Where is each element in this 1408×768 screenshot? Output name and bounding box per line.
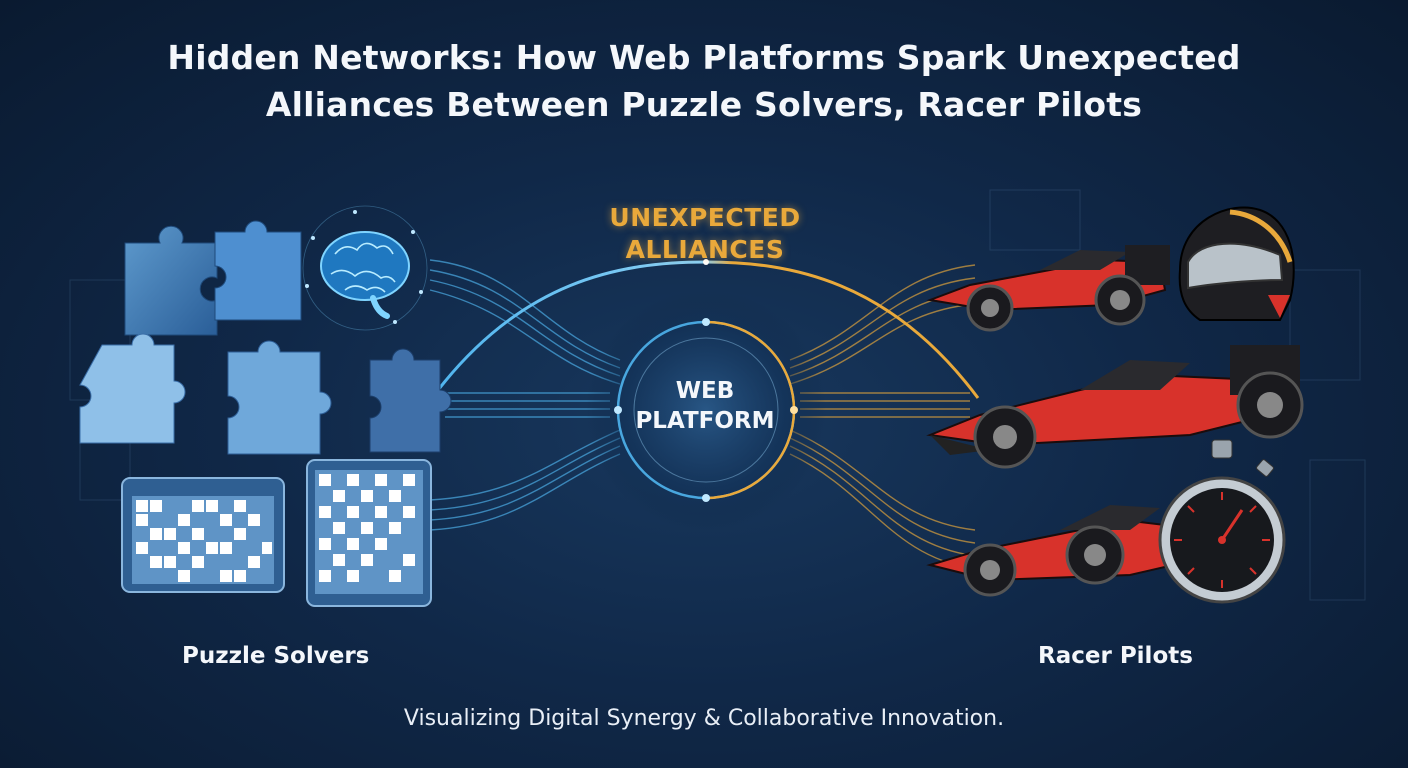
page-title: Hidden Networks: How Web Platforms Spark… [0, 34, 1408, 128]
puzzle-solvers-label: Puzzle Solvers [182, 643, 370, 669]
puzzle-piece-icon [124, 225, 218, 336]
alliance-banner: UNEXPECTED ALLIANCES [545, 202, 865, 266]
brain-icon [302, 205, 428, 331]
stopwatch-icon [1158, 439, 1286, 604]
puzzle-piece-icon [79, 333, 186, 444]
crossword-tablet-icon [121, 477, 285, 593]
hub-label: WEB PLATFORM [605, 376, 805, 436]
title-line-2: Alliances Between Puzzle Solvers, Racer … [265, 85, 1143, 124]
hub-label-line-2: PLATFORM [635, 408, 775, 434]
hub-label-line-1: WEB [675, 378, 735, 404]
puzzle-pieces [79, 220, 452, 455]
hub [586, 259, 826, 530]
racer-pilots-label: Racer Pilots [1038, 643, 1193, 669]
race-car-icon [926, 245, 1170, 332]
race-car-icon [926, 505, 1197, 597]
race-car-icon [926, 345, 1304, 469]
caption: Visualizing Digital Synergy & Collaborat… [403, 706, 1005, 731]
alliance-banner-line-1: UNEXPECTED [609, 203, 801, 232]
helmet-icon [1178, 206, 1295, 321]
crossword-tablet-icon [306, 459, 432, 607]
puzzle-piece-icon [369, 348, 452, 453]
puzzle-piece-icon [227, 340, 332, 455]
alliance-banner-line-2: ALLIANCES [625, 235, 785, 264]
title-line-1: Hidden Networks: How Web Platforms Spark… [167, 38, 1241, 77]
puzzle-piece-icon [214, 220, 302, 321]
